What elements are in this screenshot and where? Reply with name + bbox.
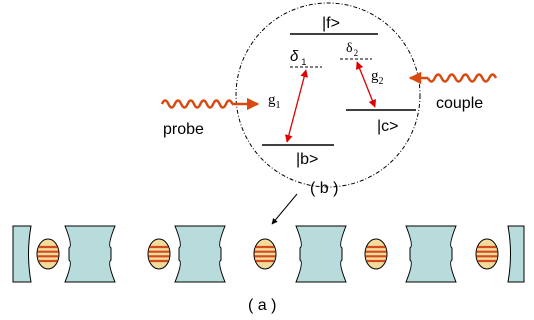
cavity-block-4	[405, 225, 457, 283]
cavity-array	[12, 225, 525, 283]
g1-symbol: g	[268, 92, 276, 108]
atom-3	[253, 238, 277, 270]
probe-transition-arrow	[285, 69, 308, 143]
end-mirror-right	[507, 225, 525, 283]
delta1-subscript: 1	[301, 57, 306, 67]
couple-label: couple	[436, 95, 483, 112]
g1-subscript: 1	[276, 100, 281, 111]
g1-label: g1	[268, 92, 281, 111]
zoom-pointer-arrow	[271, 193, 298, 225]
atom-5	[475, 238, 499, 270]
couple-photon-wave	[426, 73, 498, 83]
g2-subscript: 2	[379, 76, 384, 87]
level-f-label: |f>	[322, 15, 340, 32]
cavity-block-1	[64, 225, 116, 283]
delta2-symbol: δ	[346, 41, 353, 56]
delta2-label: δ2	[346, 41, 358, 58]
probe-photon-wave	[160, 99, 234, 109]
delta1-symbol: δ	[290, 48, 299, 65]
panel-label-a: ( a )	[248, 297, 276, 314]
atom-1	[36, 238, 60, 270]
g2-label: g2	[371, 68, 384, 87]
zoom-circle	[235, 2, 421, 188]
atom-4	[364, 238, 388, 270]
atom-2	[147, 238, 171, 270]
probe-label: probe	[163, 121, 204, 138]
g2-symbol: g	[371, 68, 379, 84]
panel-label-b: ( b )	[310, 180, 338, 197]
level-c-label: |c>	[377, 118, 399, 135]
end-mirror-left	[12, 225, 32, 283]
cavity-block-2	[174, 225, 226, 283]
delta2-subscript: 2	[354, 48, 359, 58]
couple-transition-arrow	[355, 61, 377, 108]
level-b-label: |b>	[296, 151, 318, 168]
cavity-block-3	[295, 225, 347, 283]
